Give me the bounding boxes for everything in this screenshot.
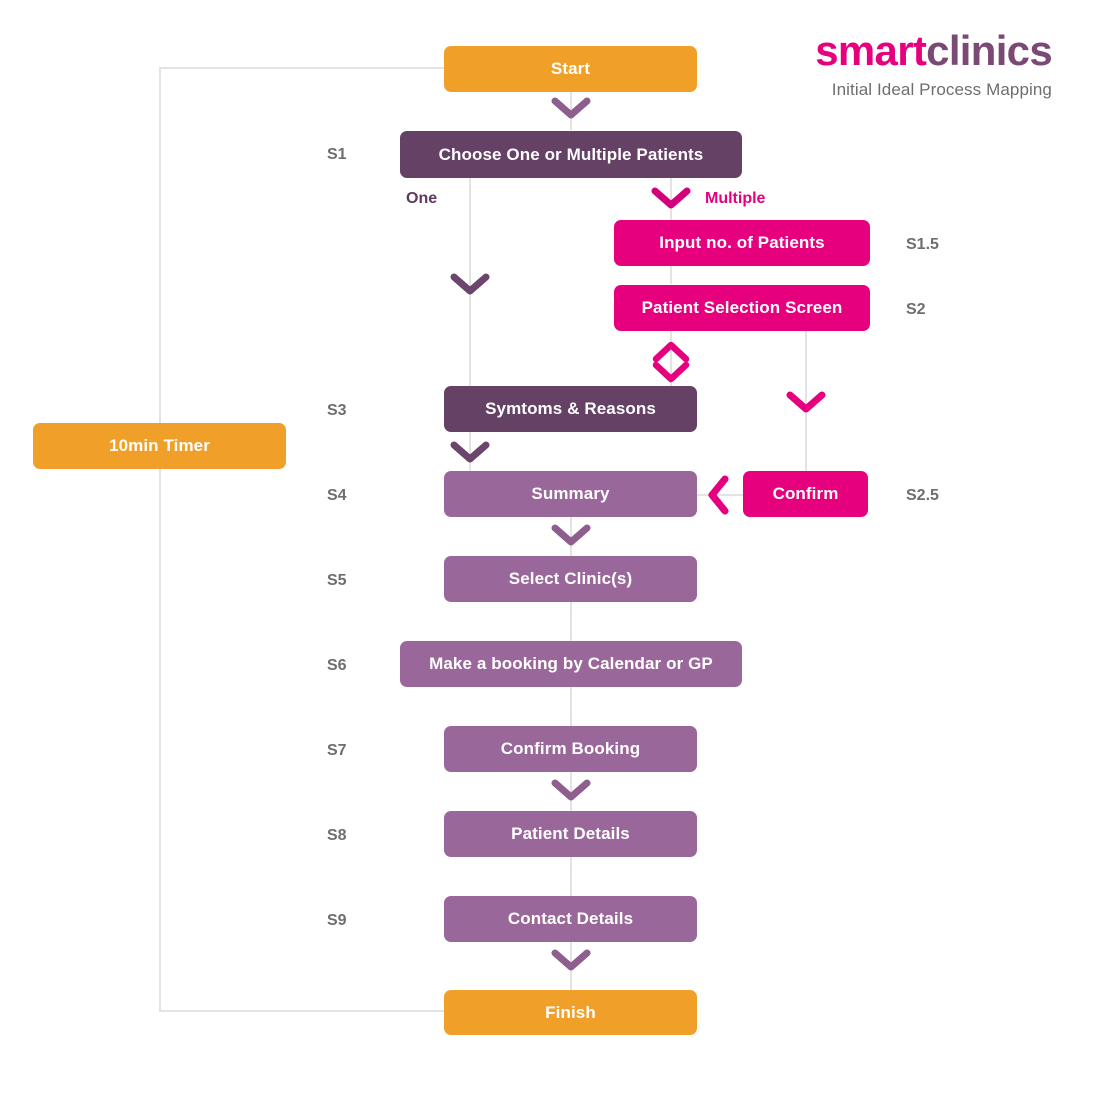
node-s8[interactable]: Patient Details [444, 811, 697, 857]
line-s5-to-s6 [570, 602, 572, 641]
step-id-s1-5: S1.5 [906, 236, 939, 253]
logo-subtitle: Initial Ideal Process Mapping [831, 80, 1052, 99]
bracket-bottom-line [159, 1010, 449, 1012]
line-confirm-to-summary [697, 494, 743, 496]
line-s4-to-s5 [570, 517, 572, 556]
step-id-s7: S7 [327, 742, 347, 759]
step-id-s2-5: S2.5 [906, 487, 939, 504]
logo-clinics-text: clinics [926, 27, 1053, 74]
node-s1[interactable]: Choose One or Multiple Patients [400, 131, 742, 178]
logo-smart-text: smart [815, 27, 927, 74]
node-s2[interactable]: Patient Selection Screen [614, 285, 870, 331]
bracket-left-line [159, 67, 161, 1012]
line-s9-to-finish [570, 942, 572, 990]
step-id-s8: S8 [327, 827, 347, 844]
node-s3[interactable]: Symtoms & Reasons [444, 386, 697, 432]
line-one-branch [469, 178, 471, 386]
step-id-s3: S3 [327, 402, 347, 419]
line-start-to-s1 [570, 92, 572, 130]
line-s2-to-s3 [670, 331, 672, 386]
node-s2-5[interactable]: Confirm [743, 471, 868, 517]
line-s6-to-s7 [570, 687, 572, 726]
node-s7[interactable]: Confirm Booking [444, 726, 697, 772]
line-s1_5-to-s2 [670, 266, 672, 284]
node-finish[interactable]: Finish [444, 990, 697, 1035]
line-s7-to-s8 [570, 772, 572, 811]
node-s4[interactable]: Summary [444, 471, 697, 517]
node-start[interactable]: Start [444, 46, 697, 92]
line-s2-to-confirm [805, 331, 807, 471]
node-s9[interactable]: Contact Details [444, 896, 697, 942]
bracket-top-line [159, 67, 449, 69]
brand-logo: smartclinics Initial Ideal Process Mappi… [815, 30, 1052, 99]
branch-label-multiple: Multiple [705, 190, 766, 207]
step-id-s1: S1 [327, 146, 347, 163]
line-s8-to-s9 [570, 857, 572, 896]
step-id-s5: S5 [327, 572, 347, 589]
node-s5[interactable]: Select Clinic(s) [444, 556, 697, 602]
branch-label-one: One [406, 190, 438, 207]
step-id-s6: S6 [327, 657, 347, 674]
line-multiple-branch [670, 178, 672, 220]
line-s3-to-s4 [469, 432, 471, 471]
node-10min-timer[interactable]: 10min Timer [33, 423, 286, 469]
step-id-s2: S2 [906, 301, 926, 318]
step-id-s4: S4 [327, 487, 347, 504]
node-s6[interactable]: Make a booking by Calendar or GP [400, 641, 742, 687]
node-s1-5[interactable]: Input no. of Patients [614, 220, 870, 266]
logo-wordmark: smartclinics [815, 30, 1052, 72]
step-id-s9: S9 [327, 912, 347, 929]
